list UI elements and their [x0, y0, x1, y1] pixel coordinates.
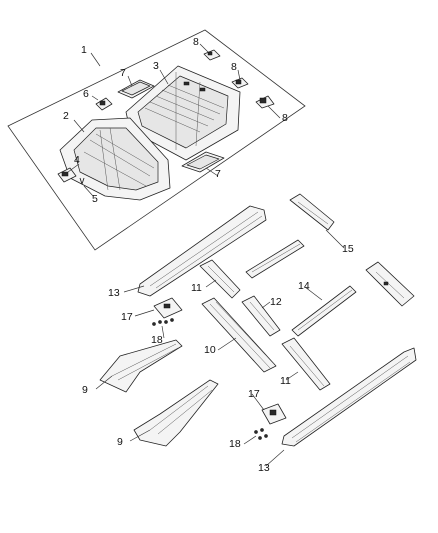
callout-8-middle-label: 8: [231, 61, 237, 73]
callout-9-upper-label: 9: [82, 384, 88, 396]
callout-5-label: 5: [92, 193, 98, 205]
callout-7-upper-label: 7: [120, 67, 126, 79]
rear-floor-pan-part: [125, 65, 241, 161]
floor-plate-upper-part: [117, 79, 155, 99]
bracket-17-upper-part: [153, 297, 183, 319]
floor-plate-lower-part: [181, 151, 225, 173]
bracket-8-top-part: [203, 49, 221, 61]
rail-9-lower-part: [133, 379, 219, 447]
callout-15-label: 15: [342, 243, 354, 255]
callout-1-label: 1: [81, 44, 87, 56]
bracket-8-right-part: [255, 95, 275, 109]
bracket-6-part: [95, 97, 113, 111]
rail-9-upper-part: [99, 339, 183, 393]
callout-9-lower-label: 9: [117, 436, 123, 448]
callout-4-label: 4: [74, 154, 80, 166]
crossmember-11-upper-part: [199, 259, 241, 299]
callout-2-label: 2: [63, 110, 69, 122]
bracket-8-middle-part: [231, 77, 249, 89]
callout-17-lower-label: 17: [248, 388, 260, 400]
front-floor-pan-part: [59, 117, 171, 201]
callout-17-upper-label: 17: [121, 311, 133, 323]
callout-14-label: 14: [298, 280, 310, 292]
floor-pan-group-frame: [7, 29, 306, 251]
sill-13-upper-part: [137, 205, 267, 297]
fasteners-18-lower-part: [254, 428, 268, 440]
callout-11-lower-label: 11: [280, 375, 291, 387]
rear-rail-15-upper-part: [289, 193, 335, 231]
crossmember-12-part: [241, 295, 281, 337]
callout-7-lower-label: 7: [215, 168, 221, 180]
leader-lines: [67, 43, 345, 467]
sill-13-lower-part: [281, 347, 417, 447]
rear-rail-15-lower-part: [365, 261, 415, 307]
callout-8-top-label: 8: [193, 36, 199, 48]
clip-5-part: [79, 177, 85, 185]
rail-14-lower-part: [291, 285, 357, 337]
callout-10-label: 10: [204, 344, 216, 356]
callout-18-lower-label: 18: [229, 438, 241, 450]
callout-11-upper-label: 11: [191, 282, 202, 294]
fasteners-18-upper-part: [152, 318, 174, 326]
crossmember-10-part: [201, 297, 277, 373]
rail-14-upper-part: [245, 239, 305, 279]
callout-8-right-label: 8: [282, 112, 288, 124]
bracket-17-lower-part: [261, 403, 287, 425]
crossmember-11-lower-part: [281, 337, 331, 391]
callout-3-label: 3: [153, 60, 159, 72]
callout-13-upper-label: 13: [108, 287, 120, 299]
callout-12-label: 12: [270, 296, 282, 308]
callout-18-upper-label: 18: [151, 334, 163, 346]
callout-13-lower-label: 13: [258, 462, 270, 474]
callout-6-label: 6: [83, 88, 89, 100]
bracket-4-part: [57, 167, 77, 183]
